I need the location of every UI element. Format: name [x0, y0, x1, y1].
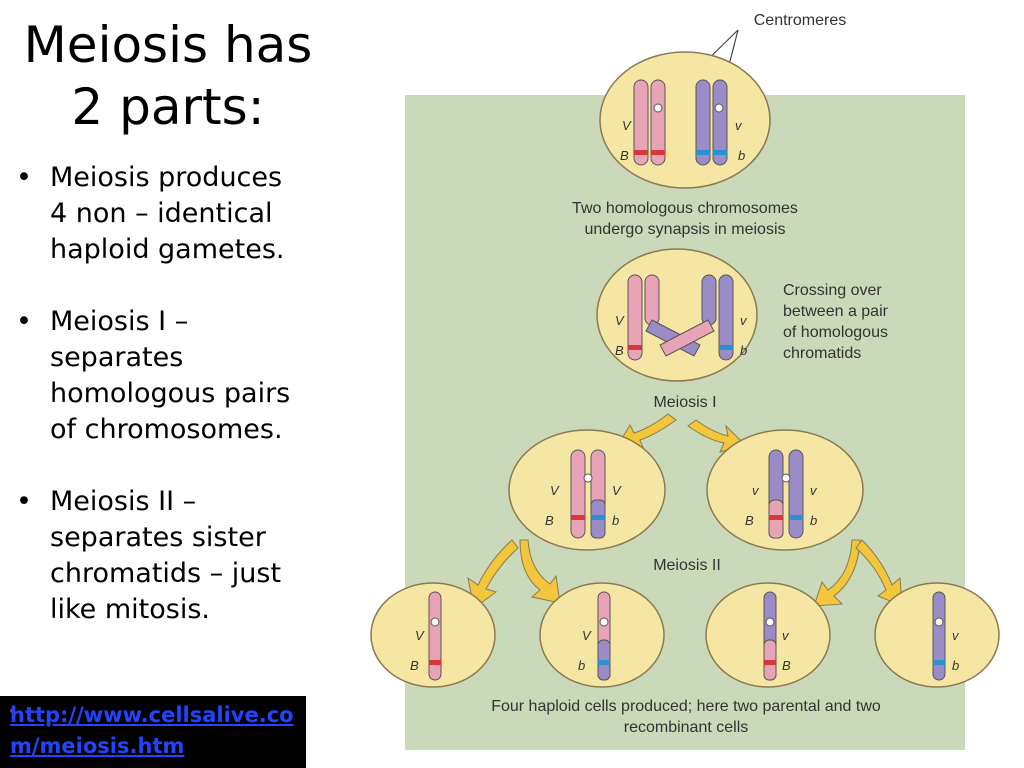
gene-label: v — [735, 118, 743, 133]
bullet-list: • Meiosis produces 4 non – identical hapl… — [14, 160, 344, 628]
arrow-icon — [467, 539, 519, 609]
gene-label: v — [740, 313, 748, 328]
slide-title: Meiosis has 2 parts: — [23, 16, 313, 136]
gene-label: V — [612, 483, 622, 498]
cell-synapsis: V B v b — [599, 51, 771, 189]
gene-label: V — [582, 628, 592, 643]
gene-label: v — [782, 628, 790, 643]
meiosis-1-label: Meiosis I — [653, 394, 716, 411]
final-caption: Four haploid cells produced; here two pa… — [491, 698, 881, 715]
chromosome — [633, 79, 728, 166]
gene-label: B — [782, 658, 791, 673]
synapsis-caption: undergo synapsis in meiosis — [585, 221, 786, 238]
synapsis-caption: Two homologous chromosomes — [572, 200, 798, 217]
bullet-text: Meiosis II – separates sister chromatids… — [50, 486, 282, 625]
gene-label: v — [752, 483, 760, 498]
cell-haploid-1: V B — [370, 582, 496, 688]
meiosis-2-label: Meiosis II — [653, 557, 721, 574]
bullet-item: • Meiosis produces 4 non – identical hapl… — [14, 160, 344, 268]
gene-label: b — [578, 658, 585, 673]
gene-label: V — [415, 628, 425, 643]
gene-label: V — [622, 118, 632, 133]
meiosis-diagram: Centromeres Two homologous chromosomes u… — [370, 12, 1000, 750]
gene-label: B — [615, 343, 624, 358]
bullet-item: • Meiosis I – separates homologous pairs … — [14, 304, 344, 448]
bullet-text: Meiosis I – separates homologous pairs o… — [50, 306, 291, 445]
link-bullet: • — [8, 704, 17, 720]
bullet-dot: • — [16, 306, 32, 337]
bullet-item: • Meiosis II – separates sister chromatid… — [14, 484, 344, 628]
cell-haploid-2: V b — [539, 582, 665, 688]
gene-label: b — [810, 513, 817, 528]
gene-label: v — [952, 628, 960, 643]
arrow-icon — [519, 539, 561, 604]
final-caption: recombinant cells — [624, 719, 749, 736]
arrow-icon — [813, 539, 861, 607]
gene-label: b — [740, 343, 747, 358]
gene-label: b — [952, 658, 959, 673]
crossing-caption: Crossing over — [783, 282, 882, 299]
cell-crossing-over: V B v b — [596, 248, 758, 382]
gene-label: V — [550, 483, 560, 498]
bullet-dot: • — [16, 486, 32, 517]
gene-label: B — [410, 658, 419, 673]
bullet-text: Meiosis produces 4 non – identical haplo… — [50, 162, 285, 265]
diagram-panel — [405, 95, 965, 750]
gene-label: B — [620, 148, 629, 163]
cell-meiosis-1-right: v B v b — [706, 429, 864, 551]
cell-haploid-3: v B — [705, 582, 831, 688]
crossing-caption: of homologous — [783, 324, 888, 341]
crossing-caption: chromatids — [783, 345, 861, 362]
bullet-dot: • — [16, 162, 32, 193]
gene-label: b — [738, 148, 745, 163]
crossing-caption: between a pair — [783, 303, 889, 320]
gene-label: B — [745, 513, 754, 528]
gene-label: B — [545, 513, 554, 528]
gene-label: V — [615, 313, 625, 328]
centromeres-label: Centromeres — [754, 12, 846, 29]
link-box: • http://www.cellsalive.com/meiosis.htm — [0, 696, 306, 768]
gene-label: v — [810, 483, 818, 498]
cellsalive-link[interactable]: http://www.cellsalive.com/meiosis.htm — [10, 703, 294, 758]
gene-label: b — [612, 513, 619, 528]
cell-haploid-4: v b — [874, 582, 1000, 688]
cell-meiosis-1-left: V B V b — [508, 429, 666, 551]
